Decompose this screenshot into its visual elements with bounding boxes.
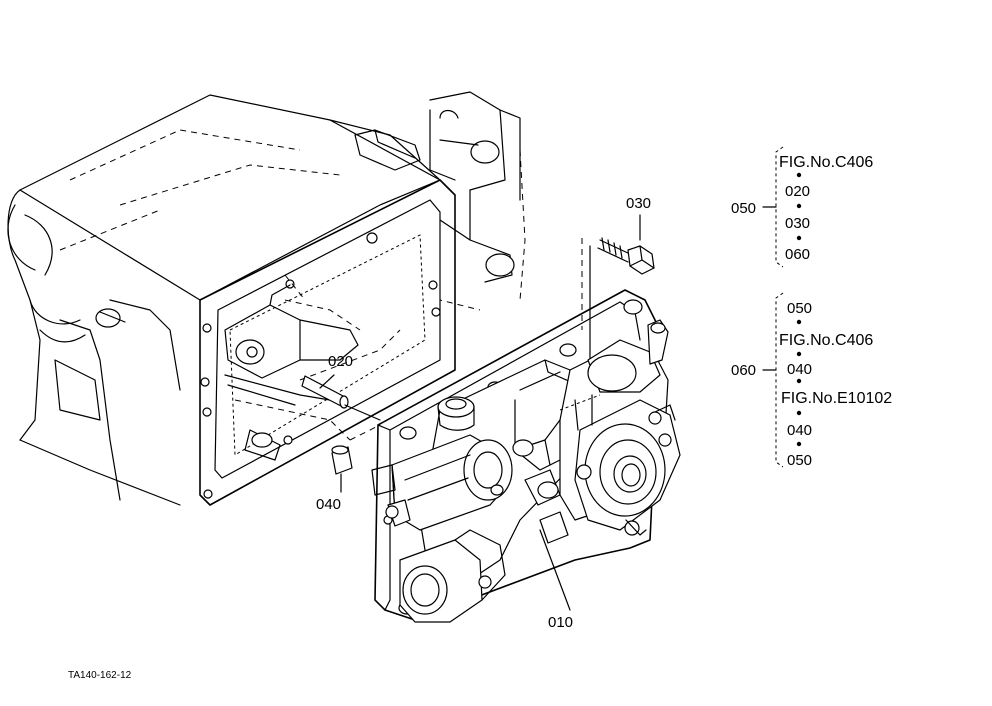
label-020: 020 [328,353,353,370]
transmission-housing [7,91,526,506]
group-060-item-050: 050 [787,300,812,317]
group-060-item-040: 040 [787,361,812,378]
valve-assembly-010 [371,289,681,623]
leader-lines [319,214,641,389]
pin-020 [301,375,381,421]
group-050-item-fig: FIG.No.C406 [779,154,873,171]
group-060-item-040b: 040 [787,422,812,439]
label-040: 040 [316,496,341,513]
group-060-item-fig-c406: FIG.No.C406 [779,332,873,349]
group-060-item-050b: 050 [787,452,812,469]
group-050-item-060: 060 [785,246,810,263]
group-060-bracket [762,292,802,468]
group-050-bracket [762,146,802,268]
label-030: 030 [626,195,651,212]
label-010: 010 [548,614,573,631]
collar-040 [331,424,381,493]
bolt-030 [581,237,655,411]
group-050-item-030: 030 [785,215,810,232]
group-050-label: 050 [731,200,756,217]
group-060-item-fig-e10102: FIG.No.E10102 [781,390,892,407]
group-050-item-020: 020 [785,183,810,200]
figure-code: TA140-162-12 [68,670,132,681]
group-060-label: 060 [731,362,756,379]
